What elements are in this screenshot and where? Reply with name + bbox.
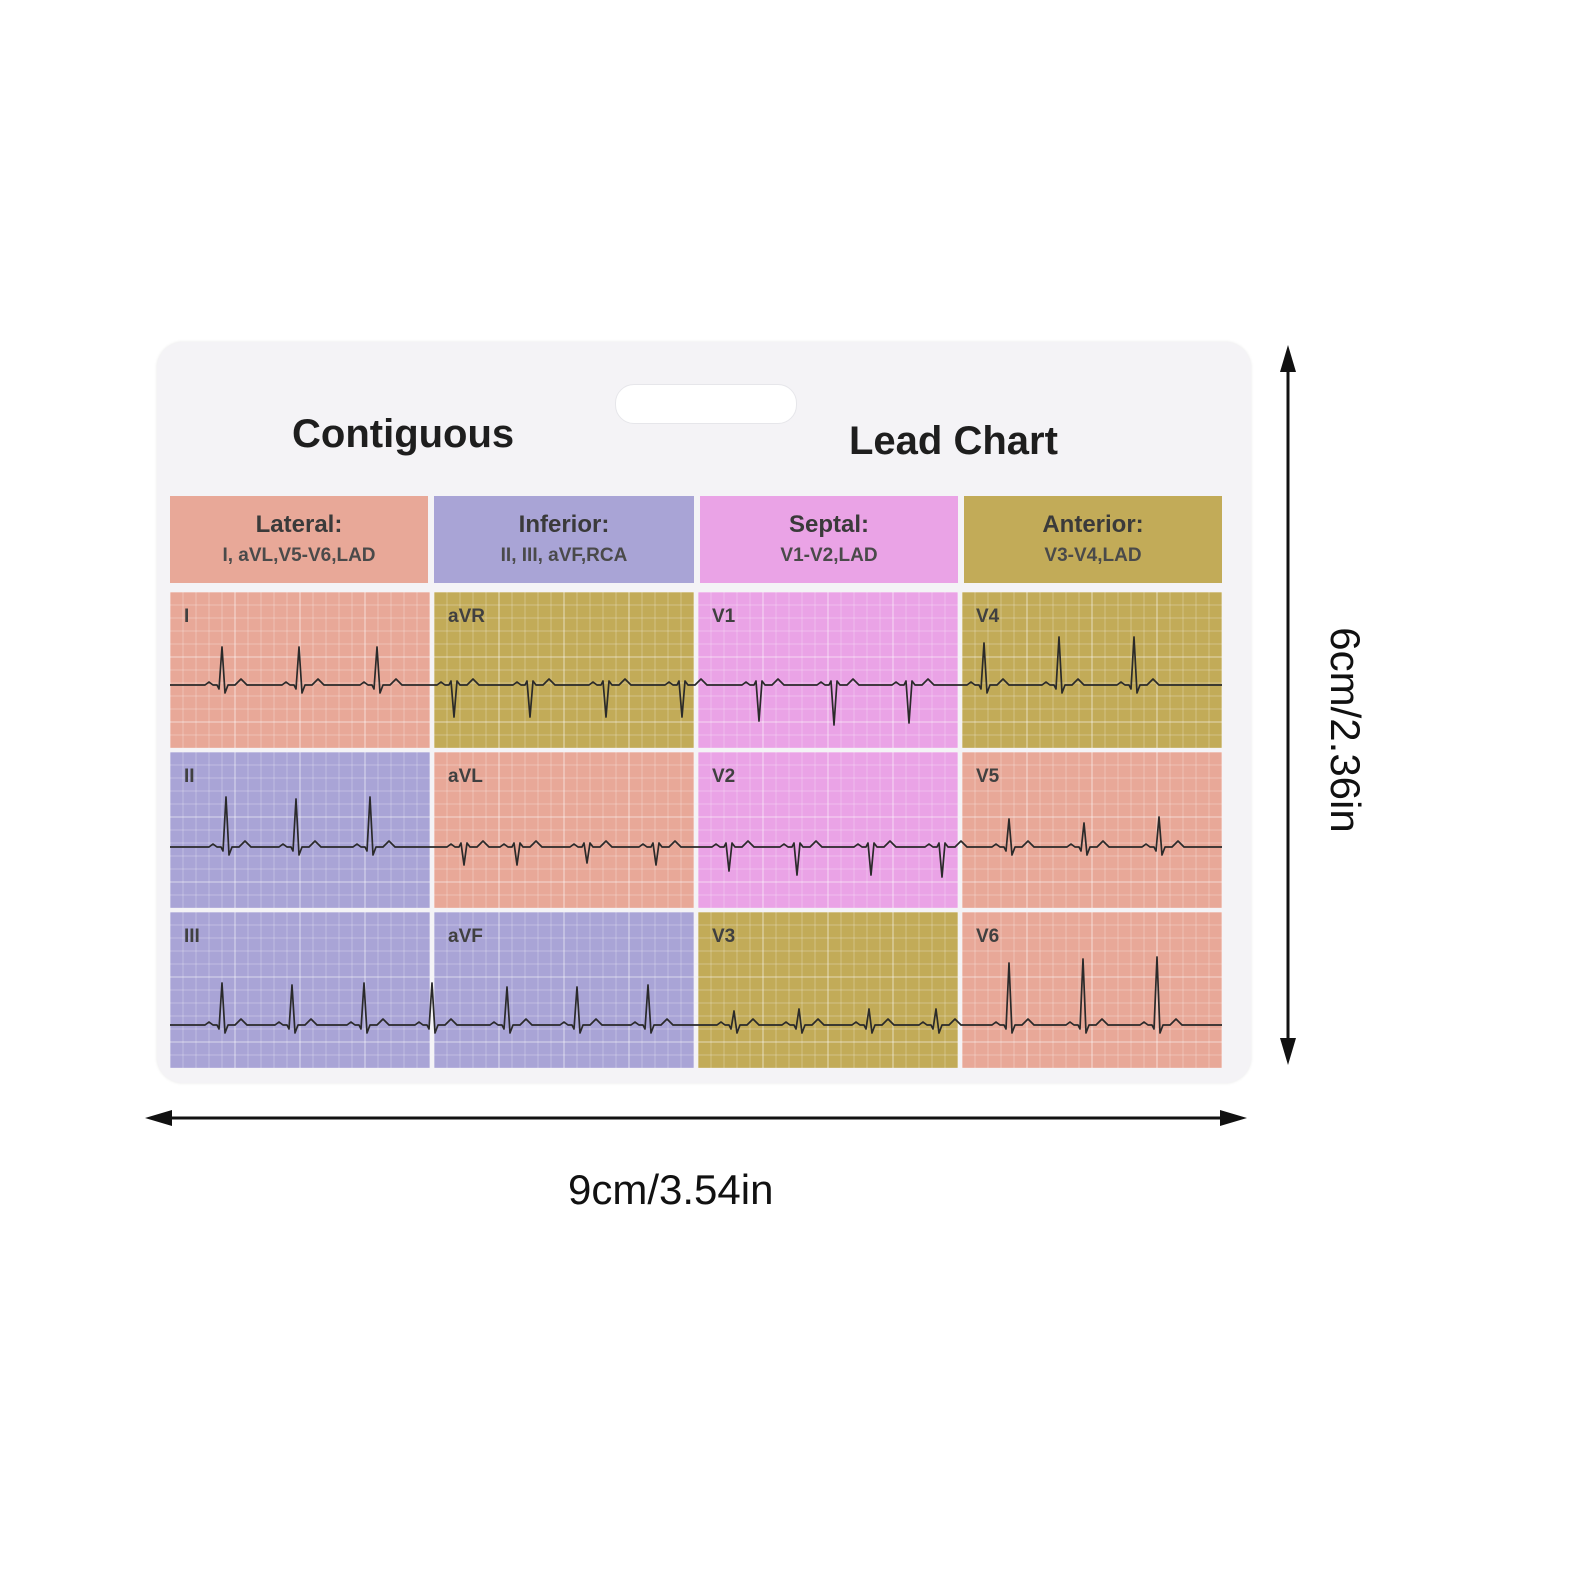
lead-label: aVR	[448, 606, 485, 627]
width-dimension-label: 9cm/3.54in	[568, 1166, 774, 1213]
title-lead-chart: Lead Chart	[849, 419, 1058, 463]
title-contiguous: Contiguous	[292, 412, 515, 456]
width-dimension-arrow	[145, 1110, 1247, 1126]
lanyard-slot	[615, 384, 797, 424]
height-dimension-label: 6cm/2.36in	[1322, 627, 1369, 833]
lead-label: V6	[976, 926, 1000, 947]
region-lateral: Lateral: I, aVL,V5-V6,LAD	[170, 496, 428, 583]
region-leads: V1-V2,LAD	[780, 545, 878, 566]
lead-label: V5	[976, 766, 1000, 787]
lead-label: III	[184, 926, 200, 947]
lead-label: aVF	[448, 926, 483, 947]
lead-label: II	[184, 766, 195, 787]
lead-label: V1	[712, 606, 736, 627]
lead-label: V3	[712, 926, 736, 947]
lead-chart-card: Contiguous Lead Chart Lateral: I, aVL,V5…	[157, 342, 1251, 1083]
region-name: Lateral:	[255, 511, 343, 538]
region-leads: I, aVL,V5-V6,LAD	[222, 545, 376, 566]
region-leads: V3-V4,LAD	[1044, 545, 1142, 566]
lead-label: V2	[712, 766, 736, 787]
region-leads: II, III, aVF,RCA	[500, 545, 628, 566]
region-name: Septal:	[788, 511, 869, 538]
region-septal: Septal: V1-V2,LAD	[700, 496, 958, 583]
region-name: Inferior:	[518, 511, 610, 538]
lead-label: V4	[976, 606, 1000, 627]
region-name: Anterior:	[1042, 511, 1144, 538]
height-dimension-arrow	[1280, 345, 1296, 1065]
region-inferior: Inferior: II, III, aVF,RCA	[434, 496, 694, 583]
region-anterior: Anterior: V3-V4,LAD	[964, 496, 1222, 583]
lead-label: I	[184, 606, 190, 627]
lead-label: aVL	[448, 766, 483, 787]
